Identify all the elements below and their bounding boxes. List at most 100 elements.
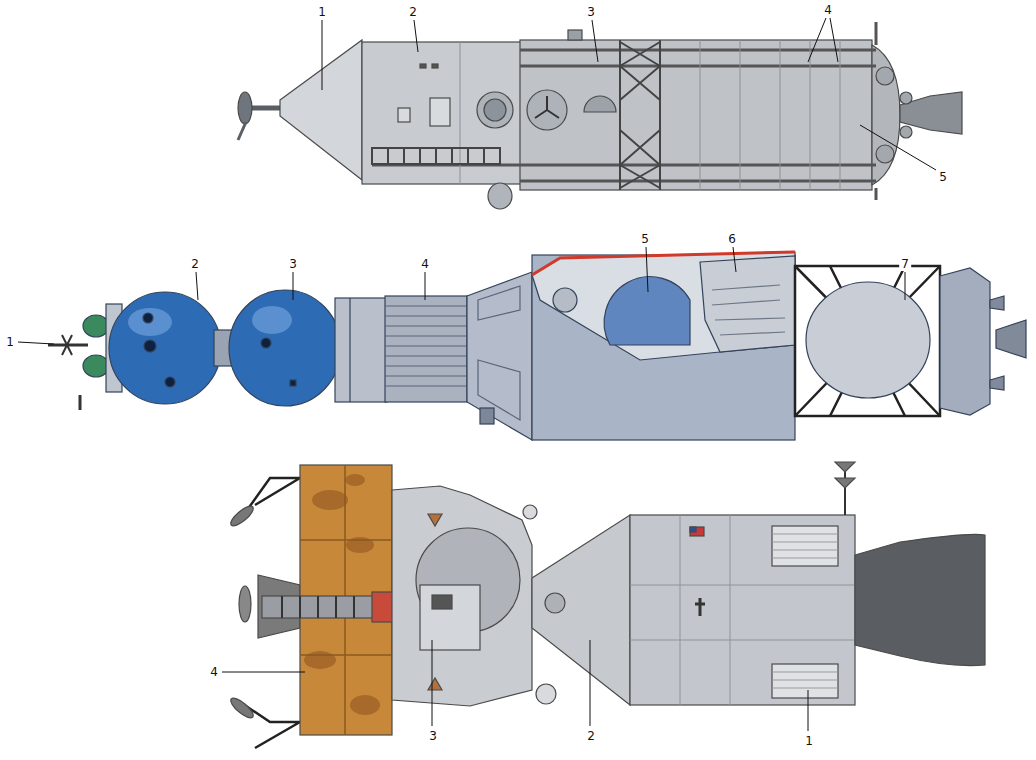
middle-spacecraft-part-part	[385, 386, 467, 387]
bottom-spacecraft-part-part	[350, 695, 380, 715]
top-spacecraft-part	[432, 64, 438, 68]
bottom-spacecraft-part	[239, 586, 251, 622]
bottom-spacecraft-part-part	[772, 534, 838, 535]
callout-number: 5	[937, 170, 949, 184]
top-spacecraft-part	[872, 45, 900, 185]
top-spacecraft-part	[248, 106, 282, 111]
bottom-spacecraft-part-part	[312, 490, 348, 510]
middle-spacecraft-part	[480, 408, 494, 424]
bottom-spacecraft-part-part	[304, 651, 336, 669]
top-spacecraft-part	[535, 96, 559, 118]
callout-number: 1	[803, 734, 815, 748]
middle-spacecraft-part	[795, 266, 940, 416]
middle-spacecraft-part	[385, 296, 467, 402]
bottom-spacecraft-part-part	[345, 474, 365, 486]
top-spacecraft-part	[620, 40, 660, 190]
top-spacecraft-part-part	[620, 165, 660, 188]
callout-number: 5	[639, 232, 651, 246]
bottom-spacecraft-part	[428, 514, 442, 690]
leader-line-part	[432, 640, 433, 726]
middle-spacecraft-part	[335, 298, 387, 402]
bottom-spacecraft-part-part	[630, 585, 855, 586]
leader-line	[18, 18, 936, 731]
callout-number: 1	[4, 335, 16, 349]
leader-line-part	[322, 20, 323, 90]
top-spacecraft-part	[477, 92, 513, 128]
top-spacecraft-part	[488, 183, 512, 209]
middle-spacecraft-part	[467, 272, 532, 440]
top-spacecraft-part-part	[620, 130, 660, 165]
middle-spacecraft-part-part	[795, 266, 940, 416]
top-spacecraft-part	[238, 92, 252, 124]
callout-number: 3	[427, 729, 439, 743]
leader-line-part	[592, 20, 598, 62]
middle-spacecraft-part	[143, 313, 153, 323]
bottom-spacecraft-part-part	[772, 672, 838, 673]
bottom-spacecraft-part-part	[300, 539, 392, 541]
middle-spacecraft-part	[128, 308, 172, 336]
top-spacecraft-part-part	[520, 49, 876, 52]
bottom-spacecraft-part	[855, 534, 985, 665]
middle-spacecraft-part	[83, 355, 109, 377]
top-spacecraft-part-part	[467, 148, 469, 164]
middle-spacecraft-part-part	[385, 366, 467, 367]
middle-spacecraft-part	[553, 288, 577, 312]
top-spacecraft-part-part	[700, 40, 701, 190]
bottom-spacecraft-part	[536, 684, 556, 704]
middle-spacecraft-part-part	[385, 356, 467, 357]
bottom-spacecraft-part	[772, 526, 838, 566]
middle-spacecraft-part	[604, 277, 690, 345]
leader-line-part	[646, 247, 648, 292]
bottom-spacecraft-part-part	[317, 596, 319, 618]
top-spacecraft-part	[484, 99, 506, 121]
middle-spacecraft-part	[478, 286, 520, 420]
callout-number: 2	[407, 5, 419, 19]
bottom-spacecraft-part-part	[680, 515, 681, 705]
middle-spacecraft-part	[712, 285, 785, 335]
top-spacecraft-part	[280, 40, 362, 180]
bottom-spacecraft-part	[420, 585, 480, 650]
middle-spacecraft-part	[806, 282, 930, 398]
leader-line-part	[860, 125, 936, 170]
middle-spacecraft-part	[700, 256, 795, 352]
bottom-spacecraft-part-part	[281, 596, 283, 618]
bottom-spacecraft-part	[690, 527, 704, 536]
leader-line-part	[830, 18, 838, 62]
bottom-spacecraft-part	[228, 695, 256, 721]
bottom-spacecraft-part	[228, 503, 256, 529]
middle-spacecraft-part	[165, 377, 175, 387]
leader-line-part	[808, 690, 809, 731]
bottom-spacecraft-part	[772, 664, 838, 698]
top-spacecraft-part-part	[810, 40, 811, 190]
top-spacecraft-part	[900, 126, 912, 138]
callout-number: 4	[208, 665, 220, 679]
middle-spacecraft-part-part	[385, 336, 467, 337]
top-spacecraft-part-part	[619, 40, 621, 190]
leader-line-part	[196, 272, 198, 300]
leader-line-part	[414, 20, 418, 52]
top-spacecraft-part	[900, 92, 912, 104]
top-spacecraft-part	[372, 50, 876, 181]
callout-number: 3	[287, 257, 299, 271]
leader-line-part	[590, 640, 591, 726]
middle-spacecraft-part	[990, 376, 1004, 390]
bottom-spacecraft-part-part	[772, 688, 838, 689]
middle-spacecraft-part-part	[795, 266, 940, 416]
top-spacecraft-part-part	[403, 148, 405, 164]
bottom-spacecraft-part-part	[772, 542, 838, 543]
top-spacecraft-part-part	[740, 40, 741, 190]
callout-number: 7	[899, 257, 911, 271]
top-spacecraft-part	[876, 67, 894, 85]
middle-spacecraft-part	[532, 252, 795, 360]
top-spacecraft-part	[388, 148, 484, 164]
middle-spacecraft-part	[940, 268, 990, 415]
bottom-spacecraft-part-part	[299, 596, 301, 618]
bottom-spacecraft-part-part	[300, 654, 392, 656]
middle-spacecraft-part	[62, 335, 72, 355]
top-spacecraft-part	[876, 145, 894, 163]
callout-number: 4	[822, 3, 834, 17]
top-spacecraft-part	[568, 30, 582, 40]
middle-spacecraft-part	[229, 290, 341, 406]
leader-line-part	[18, 342, 54, 344]
middle-spacecraft-part-part	[385, 306, 467, 307]
